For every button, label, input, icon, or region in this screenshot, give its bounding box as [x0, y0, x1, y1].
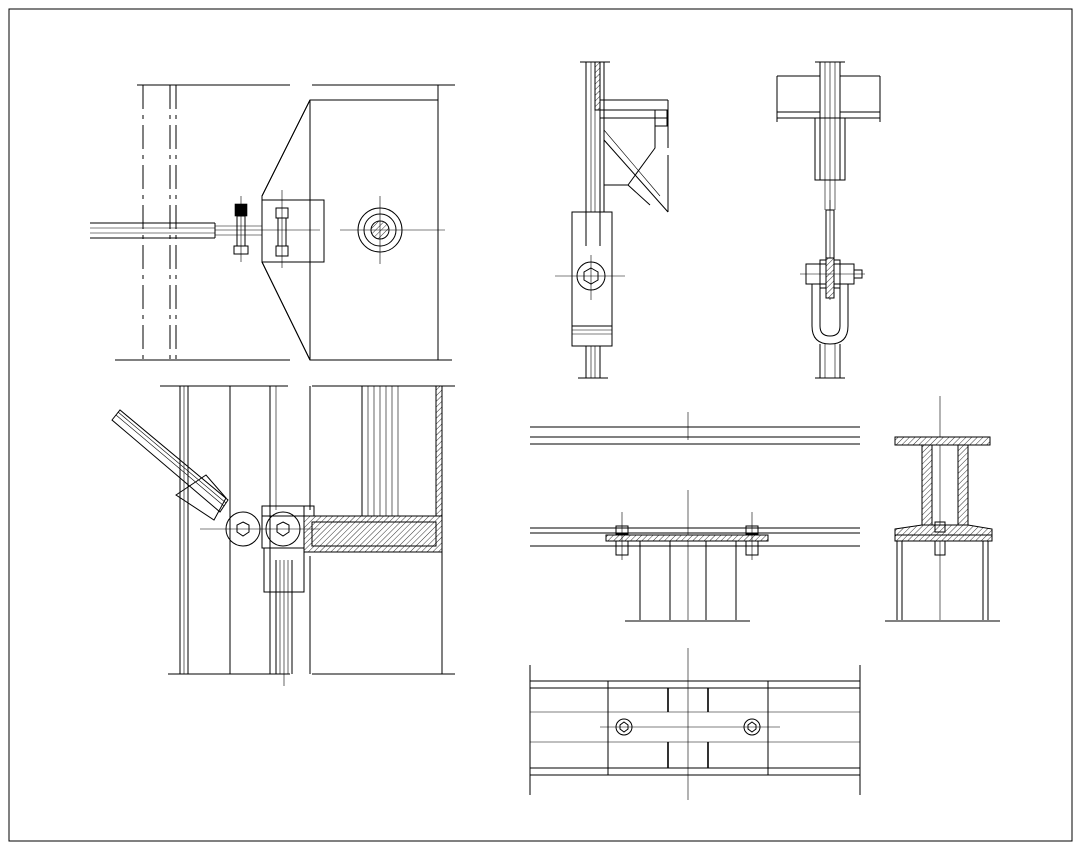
view-5-beam-splice-elevation — [530, 412, 860, 622]
sheet-border — [8, 8, 1073, 842]
view-1-plan-brace-gusset — [90, 84, 455, 361]
view-4-brace-to-box-column — [111, 385, 455, 686]
view-6-beam-section — [885, 396, 1000, 622]
view-7-beam-splice-plan — [529, 648, 861, 800]
view-2-side-brace — [555, 61, 669, 379]
view-3-clevis-hanger — [776, 61, 881, 379]
